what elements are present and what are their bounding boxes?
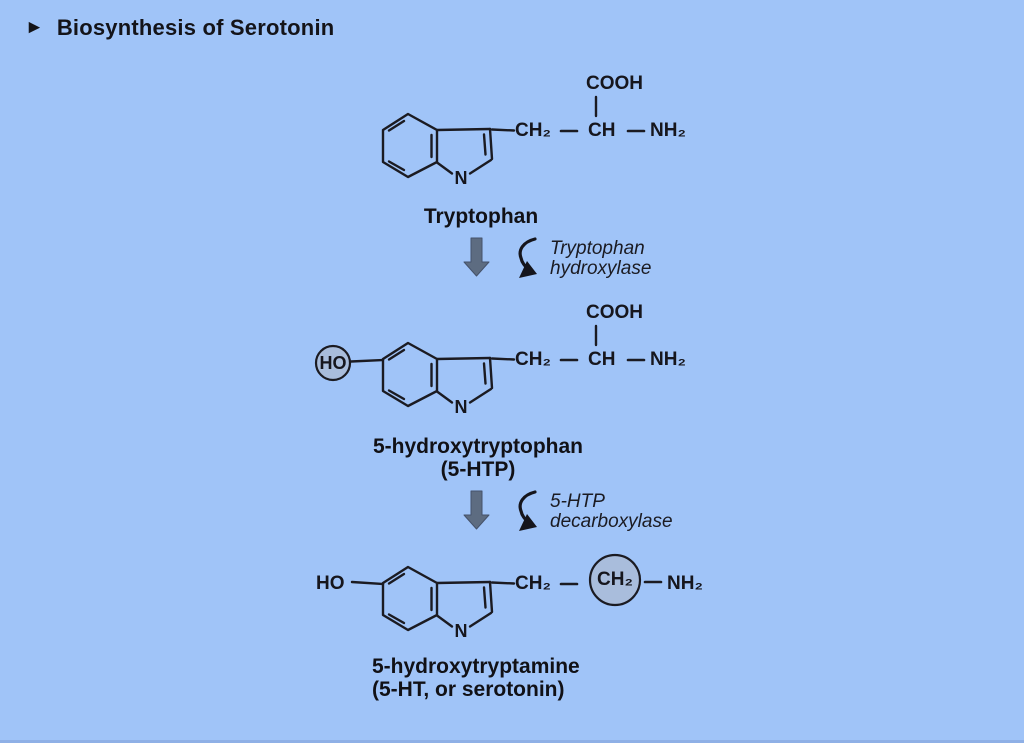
ch2-group: CH₂ — [515, 120, 551, 141]
enzyme-1-line-2: hydroxylase — [550, 258, 652, 279]
page-title-row: ► Biosynthesis of Serotonin — [25, 15, 334, 41]
enzyme-1-line-1: Tryptophan — [550, 238, 645, 259]
ch-group: CH — [588, 120, 616, 141]
molecule-name-5htp-line-1: 5-hydroxytryptophan — [372, 435, 584, 458]
ch2-group: CH₂ — [515, 349, 551, 370]
enzyme-2-line-1: 5-HTP — [550, 491, 605, 512]
nh2-group: NH₂ — [650, 349, 686, 370]
down-arrow-icon — [463, 237, 490, 277]
molecule-name-serotonin-line-1: 5-hydroxytryptamine — [372, 655, 580, 678]
serotonin-ring — [350, 553, 663, 632]
reaction-arrow-2 — [463, 490, 537, 531]
molecule-name-tryptophan: Tryptophan — [423, 205, 539, 228]
cooh-group: COOH — [586, 302, 643, 323]
cooh-group: COOH — [586, 73, 643, 94]
bottom-edge-divider — [0, 740, 1024, 743]
ch2-group-circled: CH₂ — [597, 569, 633, 590]
page-title: Biosynthesis of Serotonin — [56, 15, 335, 40]
down-arrow-icon — [463, 490, 490, 530]
ring-nitrogen-label: N — [454, 397, 468, 417]
cosubstrate-arrowhead-icon — [519, 261, 537, 278]
enzyme-2-line-2: decarboxylase — [550, 511, 673, 532]
reaction-arrow-1 — [463, 237, 537, 278]
ch-group: CH — [588, 349, 616, 370]
molecule-name-serotonin-line-2: (5-HT, or serotonin) — [372, 678, 565, 701]
cosubstrate-arrowhead-icon — [519, 514, 537, 531]
ch2-group: CH₂ — [515, 573, 551, 594]
ho-group: HO — [316, 573, 345, 594]
nh2-group: NH₂ — [650, 120, 686, 141]
ring-nitrogen-label: N — [454, 168, 468, 188]
ring-nitrogen-label: N — [454, 621, 468, 641]
bullet-triangle-icon: ► — [25, 17, 44, 38]
ho-group-circled: HO — [319, 353, 347, 373]
molecule-name-5htp-line-2: (5-HTP) — [440, 458, 516, 481]
nh2-group: NH₂ — [667, 573, 703, 594]
